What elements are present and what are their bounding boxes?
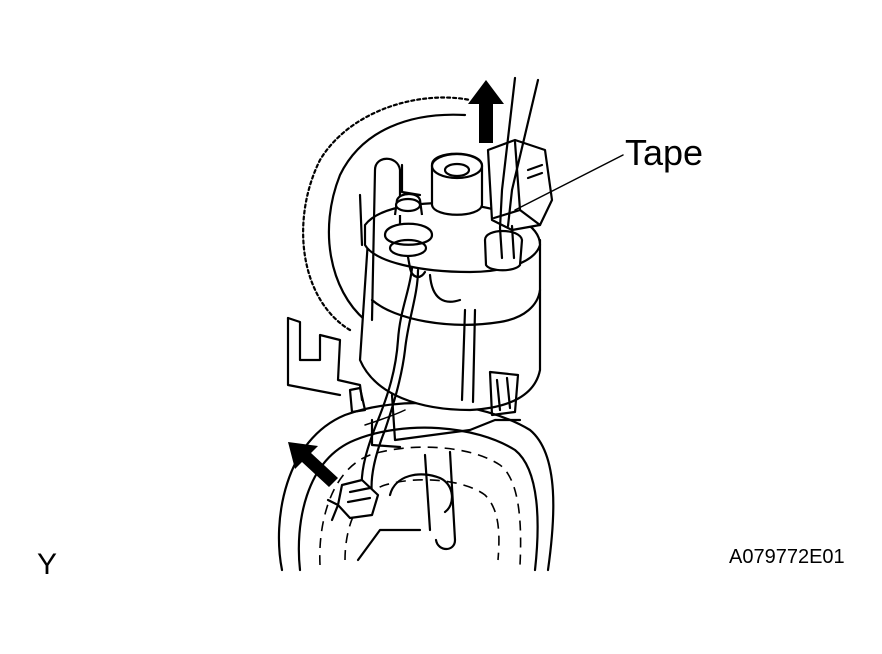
filter-outline <box>286 96 472 402</box>
wire-harness <box>360 76 540 497</box>
tape-leader-line <box>514 154 624 211</box>
lift-up-arrow <box>468 80 504 143</box>
tape-callout-label: Tape <box>625 132 704 173</box>
wire-connector <box>483 138 554 272</box>
view-letter-label: Y <box>37 548 58 581</box>
figure-code-label: A079772E01 <box>729 546 845 568</box>
sender-connector <box>326 478 380 522</box>
pump-body <box>348 238 542 449</box>
connector-pointer-arrow <box>288 442 338 487</box>
pump-base-ring <box>277 401 555 572</box>
